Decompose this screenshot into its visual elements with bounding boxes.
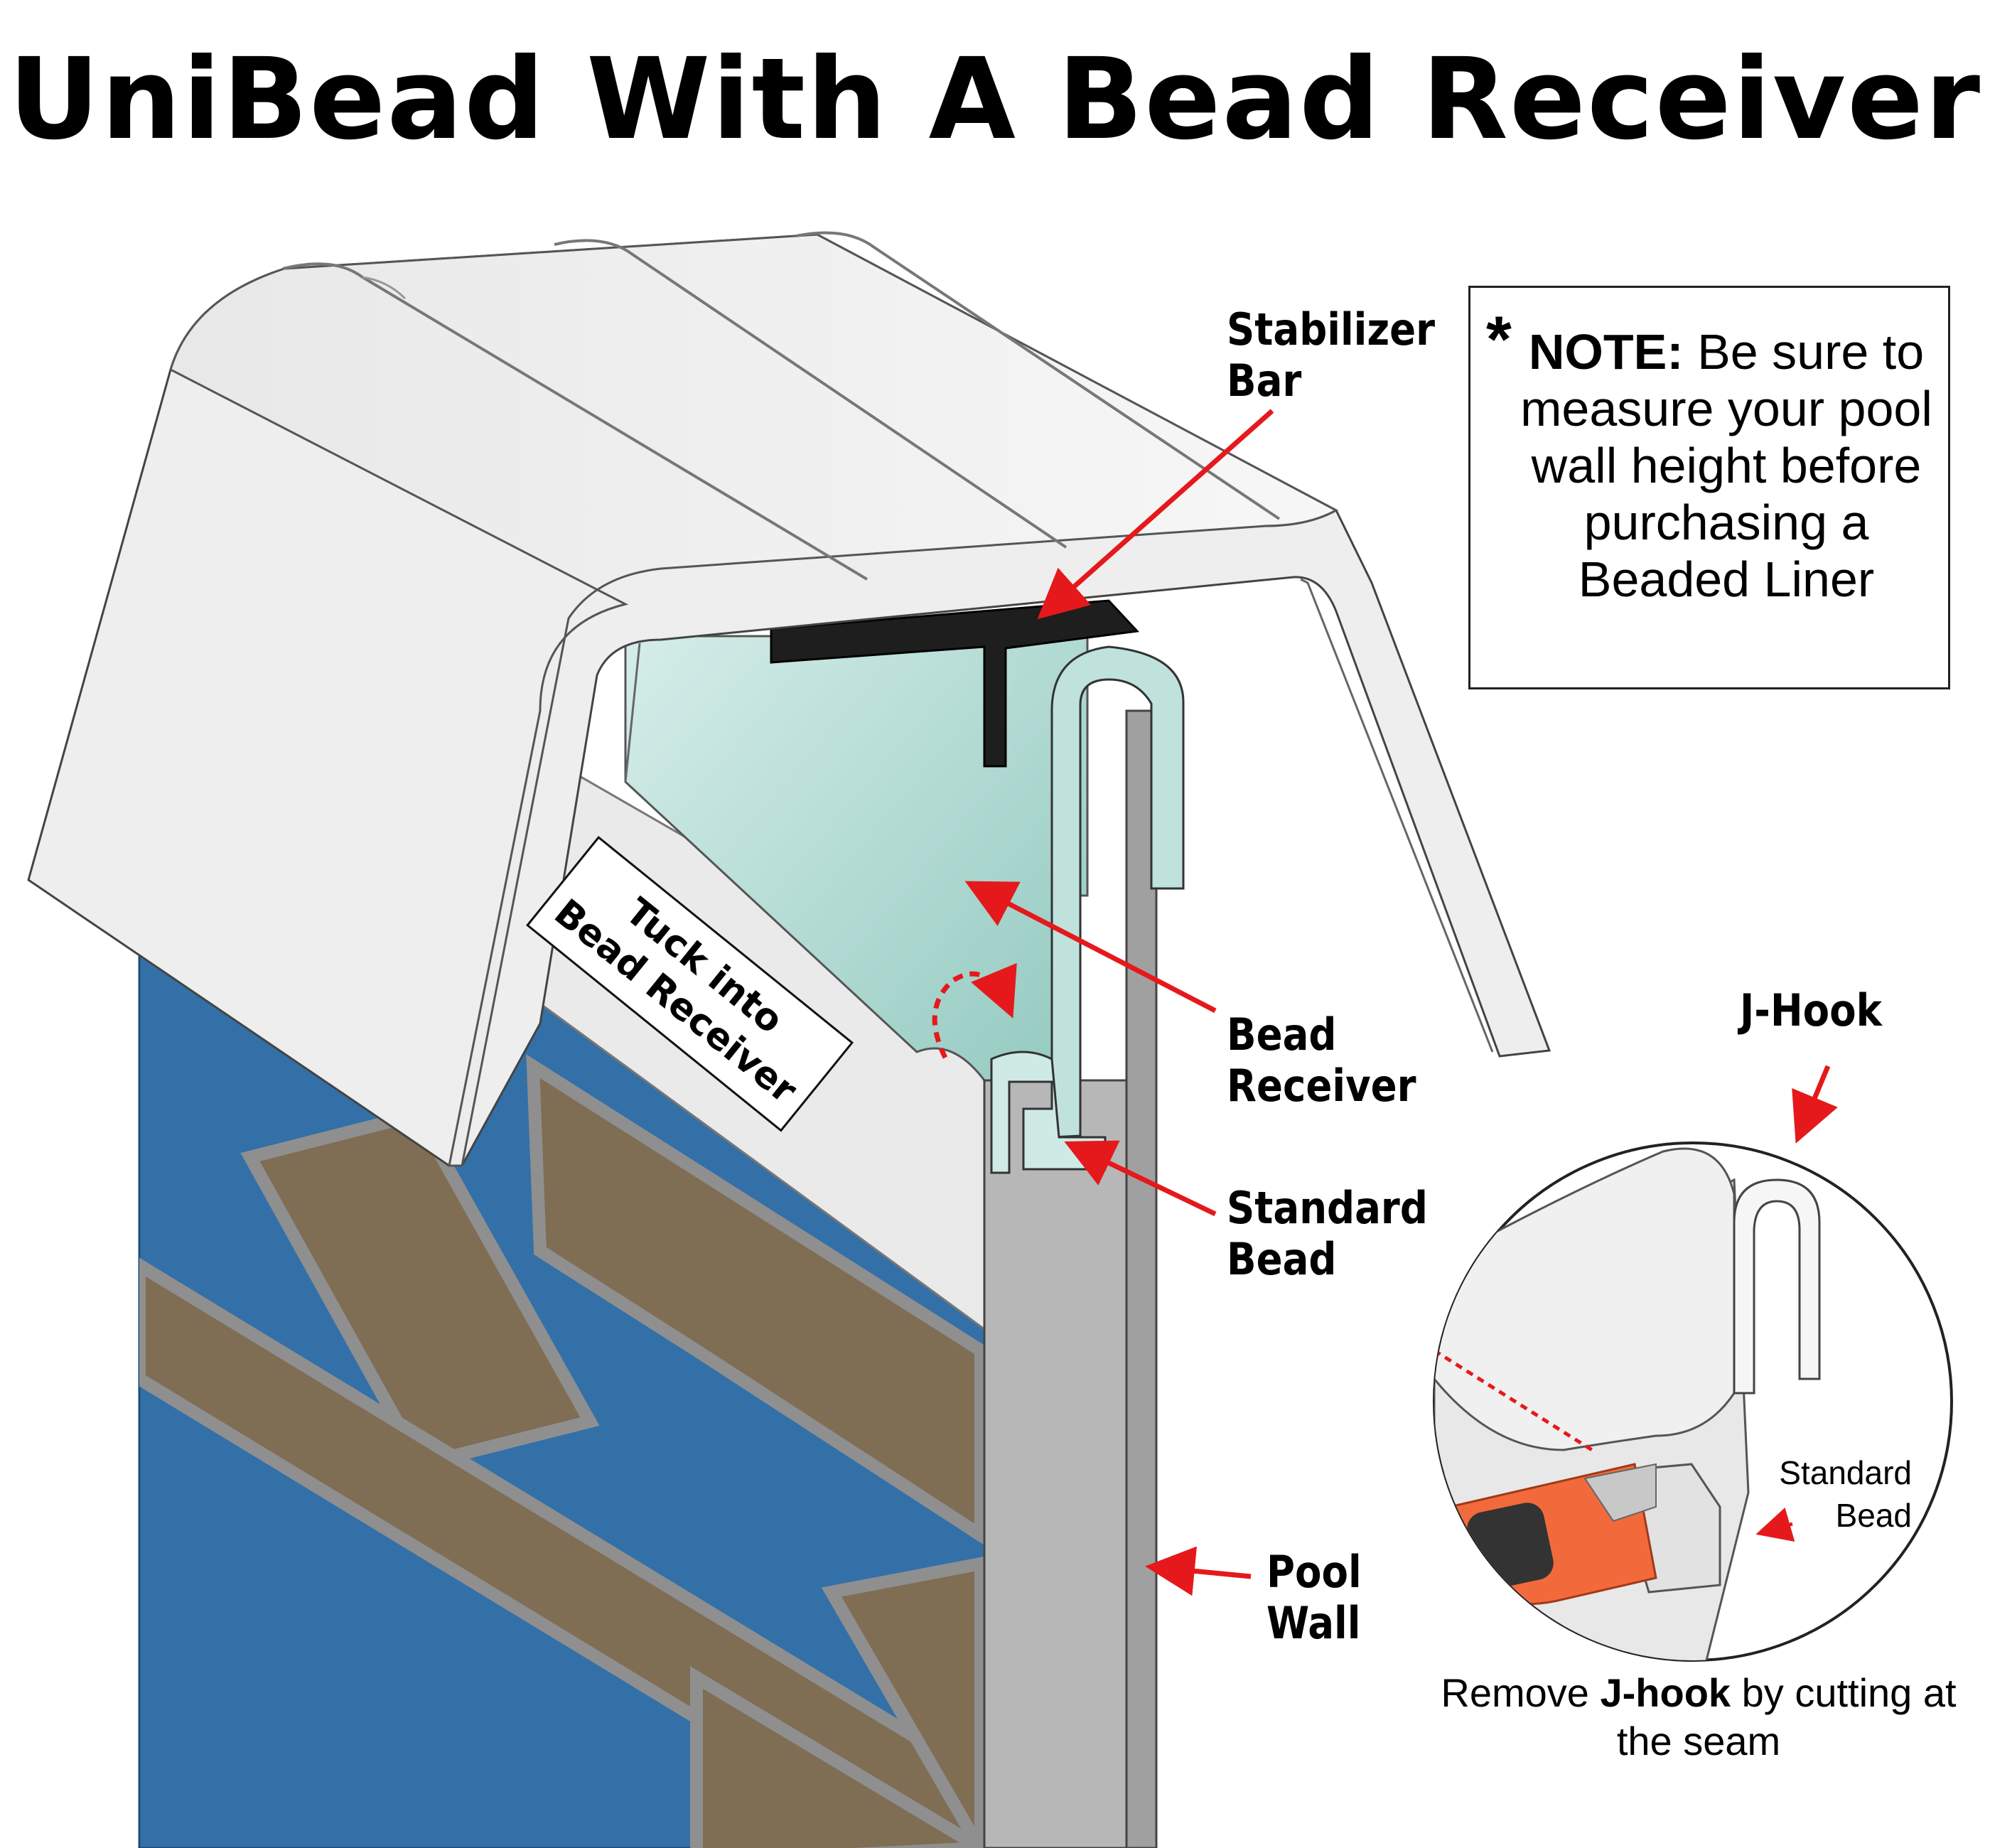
inset-caption: Remove J-hook by cutting at the seam	[1429, 1669, 1969, 1766]
page-title: UniBead With A Bead Receiver	[8, 34, 1982, 165]
pool-liner	[138, 952, 986, 1848]
arrow-stabilizer-bar	[1037, 409, 1274, 620]
bead-receiver-channel	[1050, 645, 1185, 1139]
label-j-hook: J-Hook	[1740, 984, 1882, 1036]
caption-part1: Remove	[1441, 1670, 1601, 1715]
note-lead: NOTE:	[1528, 324, 1684, 380]
pool-wall	[983, 709, 1158, 1848]
caption-part2: by cutting at the seam	[1616, 1670, 1957, 1763]
brick-pattern	[139, 1054, 984, 1848]
callout-arrows	[932, 409, 1838, 1596]
note-asterisk: *	[1486, 303, 1512, 376]
note-body: Be sure to measure your pool wall height…	[1520, 324, 1932, 607]
arrow-inset-standard-bead	[1755, 1507, 1795, 1542]
arrow-j-hook	[1792, 1065, 1838, 1144]
note-text: NOTE: Be sure to measure your pool wall …	[1513, 323, 1940, 608]
coping-cap	[27, 231, 1551, 1167]
jhook-inset	[1433, 1141, 1953, 1662]
arrow-pool-wall	[1145, 1546, 1252, 1596]
caption-bold: J-hook	[1600, 1670, 1731, 1715]
arrow-bead-receiver	[964, 881, 1217, 1014]
arrow-standard-bead	[1064, 1140, 1217, 1217]
stabilizer-bar-shape	[770, 599, 1140, 768]
note-box: * NOTE: Be sure to measure your pool wal…	[1468, 286, 1950, 689]
